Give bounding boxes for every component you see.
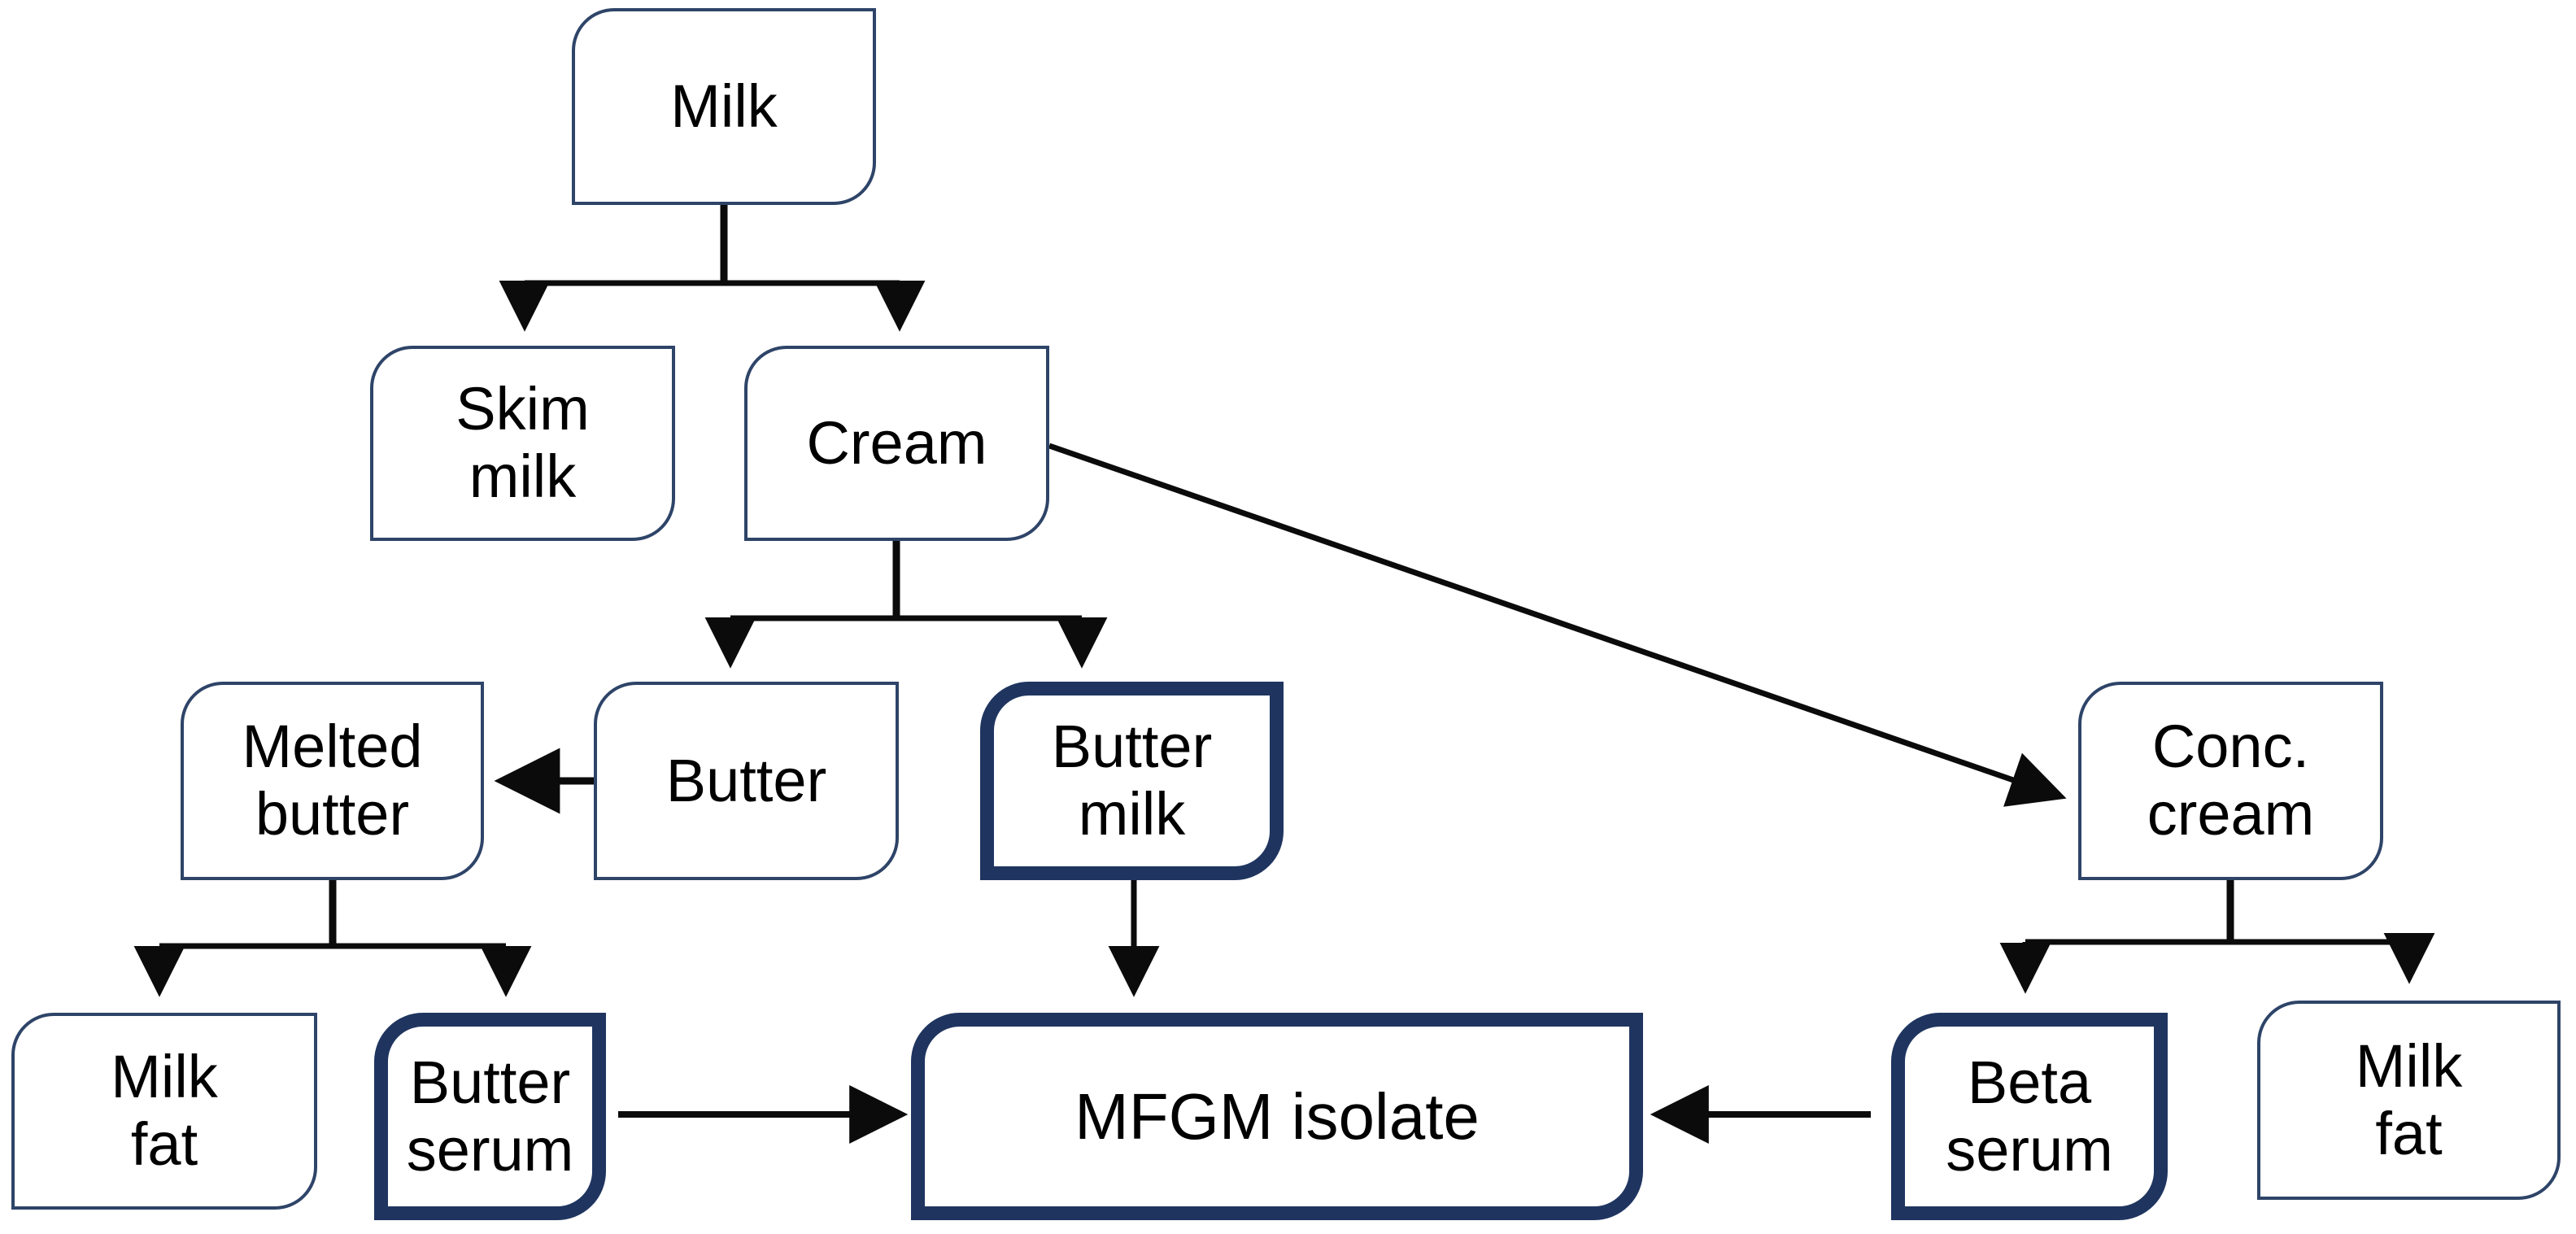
node-butter-milk[interactable]: Butter milk	[980, 682, 1284, 880]
node-mfgm-isolate-label: MFGM isolate	[1074, 1079, 1480, 1153]
node-butter-serum[interactable]: Butter serum	[374, 1013, 606, 1220]
node-skim-milk-label: Skim milk	[455, 375, 590, 510]
node-butter-milk-label: Butter milk	[1051, 713, 1213, 848]
node-cream-label: Cream	[806, 408, 987, 477]
node-beta-serum[interactable]: Beta serum	[1891, 1013, 2168, 1220]
node-milk-fat-right-label: Milk fat	[2355, 1031, 2463, 1167]
node-mfgm-isolate[interactable]: MFGM isolate	[911, 1013, 1643, 1220]
node-cream[interactable]: Cream	[744, 346, 1049, 541]
node-butter[interactable]: Butter	[594, 682, 899, 880]
edge-conc-cream-to-beta-serum	[1999, 880, 2409, 994]
node-milk-fat-left-label: Milk fat	[111, 1043, 218, 1178]
node-conc-cream-label: Conc. cream	[2147, 713, 2315, 848]
node-beta-serum-label: Beta serum	[1946, 1048, 2113, 1184]
node-milk[interactable]: Milk	[572, 8, 876, 205]
node-skim-milk[interactable]: Skim milk	[370, 346, 675, 541]
edge-melted-butter-to-milk-fat	[133, 880, 506, 997]
node-butter-label: Butter	[665, 746, 827, 814]
node-melted-butter[interactable]: Melted butter	[181, 682, 484, 880]
node-milk-fat-right[interactable]: Milk fat	[2257, 1001, 2561, 1200]
node-butter-serum-label: Butter serum	[406, 1048, 574, 1184]
node-conc-cream[interactable]: Conc. cream	[2078, 682, 2383, 880]
node-milk-label: Milk	[670, 72, 778, 140]
edge-cream-to-butter	[704, 541, 1082, 669]
node-melted-butter-label: Melted butter	[242, 713, 423, 848]
edge-milk-to-skim-milk	[499, 205, 900, 332]
node-milk-fat-left[interactable]: Milk fat	[11, 1013, 317, 1210]
